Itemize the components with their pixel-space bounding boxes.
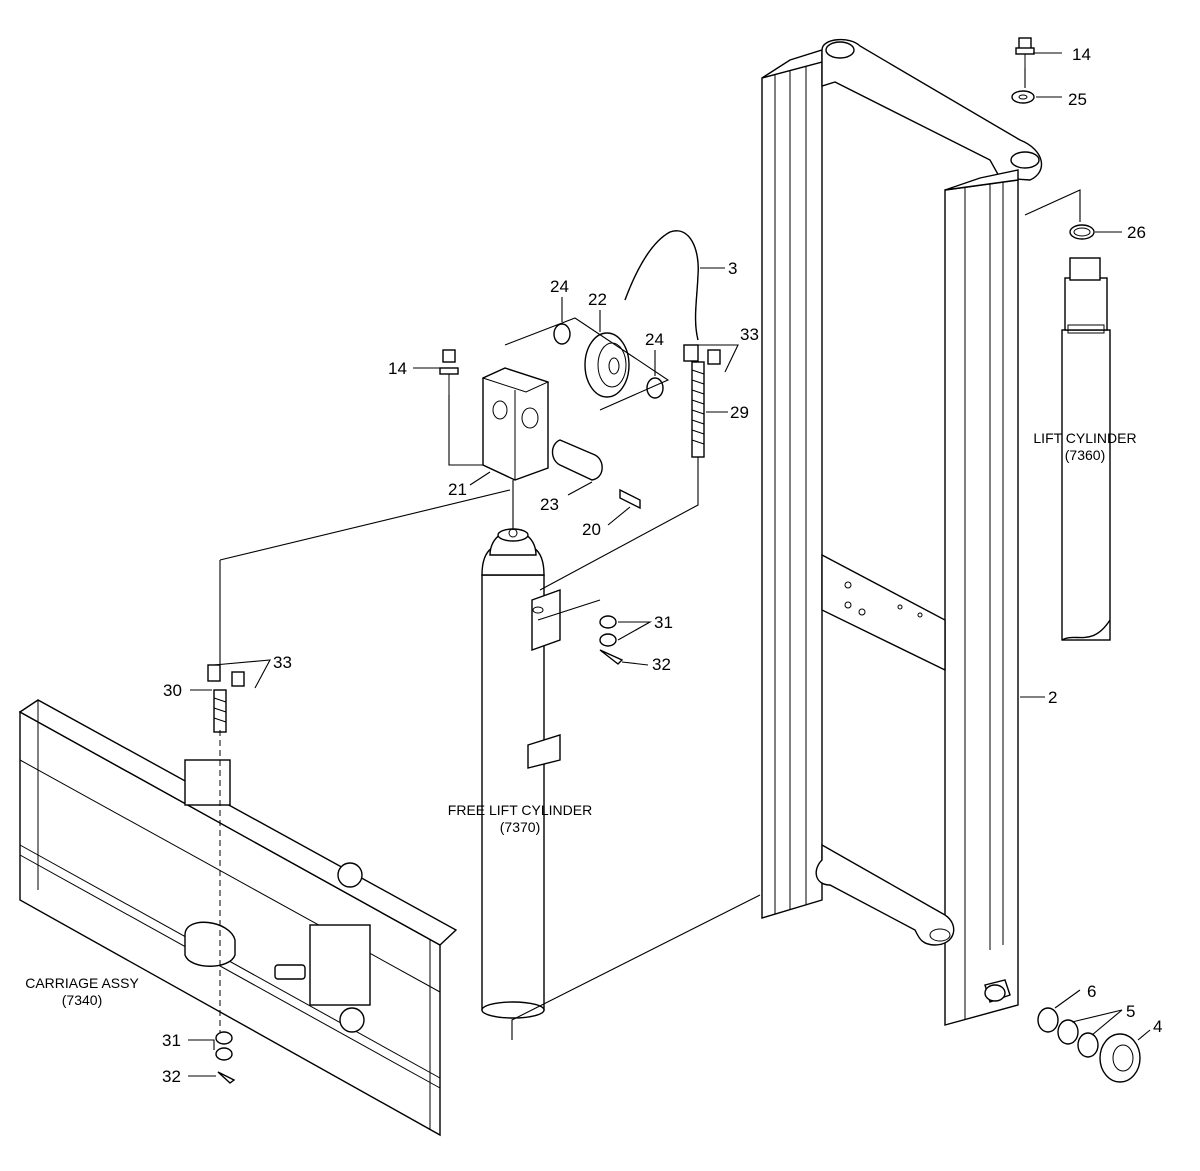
- carriage-assy-label: CARRIAGE ASSY: [25, 975, 139, 991]
- callout-26: 26: [1127, 223, 1146, 242]
- carriage-assy-code: (7340): [62, 992, 102, 1008]
- callout-14-left: 14: [388, 359, 407, 378]
- callout-32-mid: 32: [652, 655, 671, 674]
- lift-cylinder-code: (7360): [1065, 447, 1105, 463]
- callout-31-bottom: 31: [162, 1031, 181, 1050]
- leader-lines: [188, 52, 1151, 1077]
- callout-24-left: 24: [550, 277, 569, 296]
- callout-33-top: 33: [740, 325, 759, 344]
- callout-2: 2: [1048, 688, 1057, 707]
- callout-21: 21: [448, 480, 467, 499]
- callout-3: 3: [728, 259, 737, 278]
- lift-cylinder-label: LIFT CYLINDER: [1033, 430, 1136, 446]
- callout-4: 4: [1153, 1017, 1162, 1036]
- callout-31-mid: 31: [654, 613, 673, 632]
- callout-33-left: 33: [273, 653, 292, 672]
- callout-20: 20: [582, 520, 601, 539]
- callout-29: 29: [730, 403, 749, 422]
- lift-cylinder: [1061, 257, 1111, 641]
- callout-22: 22: [588, 290, 607, 309]
- free-lift-cylinder-label: FREE LIFT CYLINDER: [448, 802, 592, 818]
- callout-25: 25: [1068, 90, 1087, 109]
- callout-23: 23: [540, 495, 559, 514]
- free-lift-cylinder-code: (7370): [500, 819, 540, 835]
- chain: [624, 230, 699, 341]
- callout-14-top: 14: [1072, 45, 1091, 64]
- part-number-labels: 14 25 26 3 24 22 24 33 14 29 21 23 20 31…: [162, 45, 1162, 1086]
- carriage-assembly: [18, 699, 458, 1137]
- free-lift-cylinder: [481, 528, 561, 1019]
- callout-24-right: 24: [645, 330, 664, 349]
- callout-5: 5: [1126, 1002, 1135, 1021]
- callout-32-bottom: 32: [162, 1067, 181, 1086]
- mast-frame: [761, 39, 1043, 1026]
- callout-30: 30: [163, 681, 182, 700]
- small-parts: [207, 37, 1141, 1084]
- assembly-labels: LIFT CYLINDER (7360) FREE LIFT CYLINDER …: [25, 430, 1136, 1008]
- callout-6: 6: [1087, 982, 1096, 1001]
